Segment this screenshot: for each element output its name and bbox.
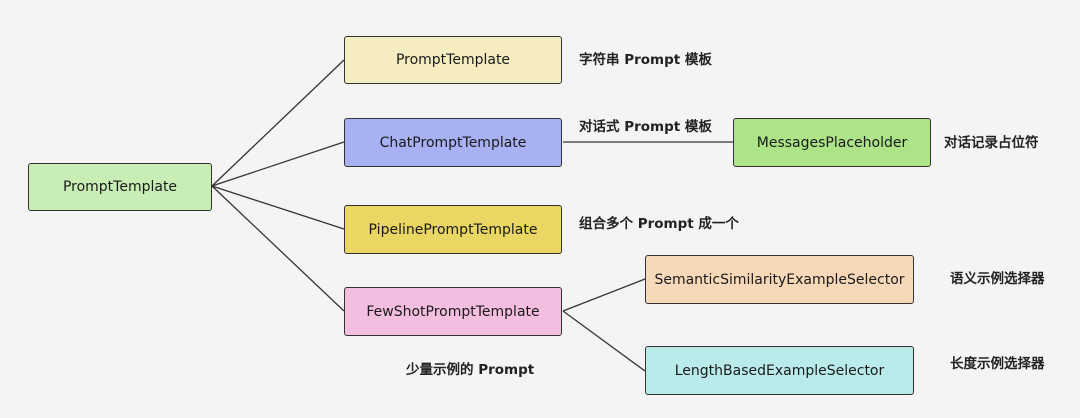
edge-fewshot-length	[562, 310, 646, 372]
note-pipeline-prompt-template: 组合多个 Prompt 成一个	[579, 216, 739, 232]
node-pipeline-prompt-template[interactable]: PipelinePromptTemplate	[344, 205, 562, 254]
note-fewshot-prompt-template: 少量示例的 Prompt	[406, 362, 535, 378]
node-prompt-template[interactable]: PromptTemplate	[344, 36, 562, 84]
edge-root-fewshot	[211, 185, 345, 312]
note-chat-prompt-template: 对话式 Prompt 模板	[579, 119, 712, 135]
edge-root-pipeline	[211, 185, 345, 230]
note-prompt-template: 字符串 Prompt 模板	[579, 52, 712, 68]
node-messages-placeholder[interactable]: MessagesPlaceholder	[733, 118, 931, 167]
note-messages-placeholder: 对话记录占位符	[944, 135, 1039, 151]
note-length-selector: 长度示例选择器	[950, 356, 1045, 372]
node-semantic-similarity-selector[interactable]: SemanticSimilarityExampleSelector	[645, 255, 914, 304]
node-length-based-selector[interactable]: LengthBasedExampleSelector	[645, 346, 914, 395]
node-chat-prompt-template[interactable]: ChatPromptTemplate	[344, 118, 562, 167]
edge-root-prompt	[211, 59, 345, 187]
node-root-prompt-template[interactable]: PromptTemplate	[28, 163, 212, 211]
note-semantic-selector: 语义示例选择器	[950, 271, 1045, 287]
node-fewshot-prompt-template[interactable]: FewShotPromptTemplate	[344, 287, 562, 336]
edge-fewshot-semantic	[562, 278, 646, 312]
edge-root-chat	[211, 141, 345, 187]
